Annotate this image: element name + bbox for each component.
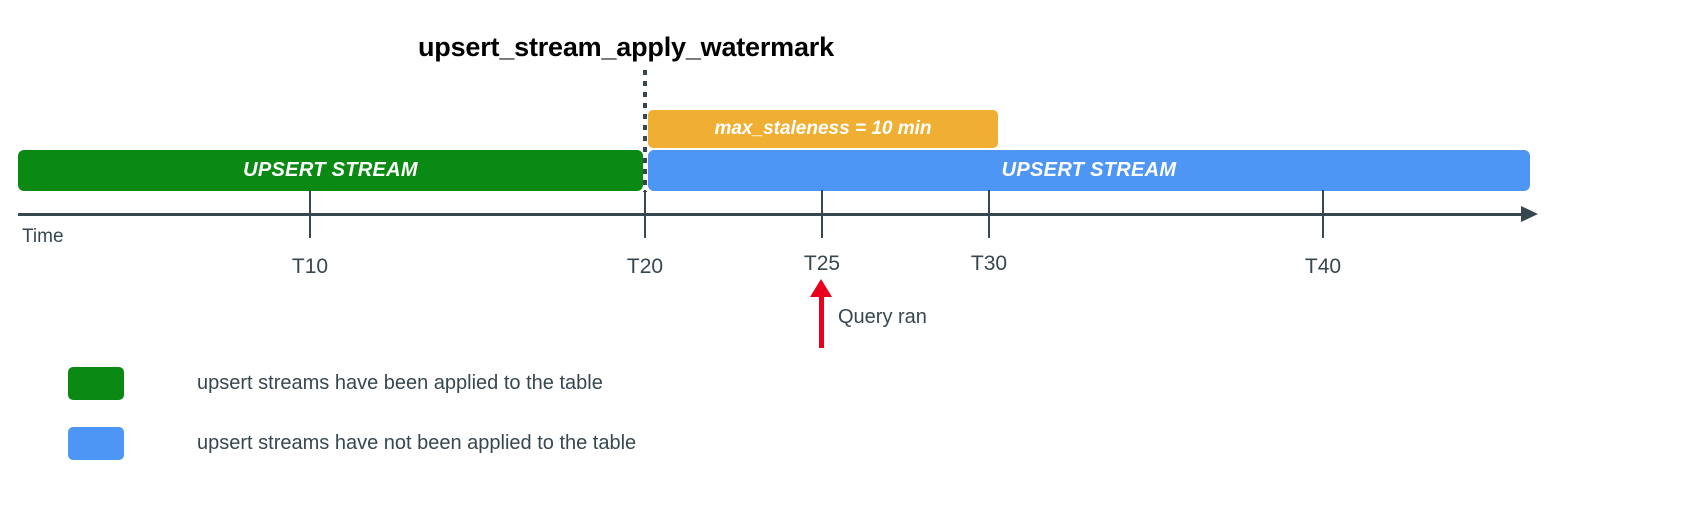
max-staleness-label: max_staleness = 10 min [714, 118, 932, 139]
max-staleness-bar: max_staleness = 10 min [648, 110, 998, 148]
watermark-dotted-line [643, 70, 647, 192]
page-title: upsert_stream_apply_watermark [418, 32, 834, 62]
legend-label-applied: upsert streams have been applied to the … [197, 371, 603, 394]
axis-tick-t20 [644, 190, 646, 238]
axis-tick-label-t20: T20 [626, 255, 664, 278]
upsert-stream-bar-applied: UPSERT STREAM [18, 150, 643, 191]
axis-tick-t10 [309, 190, 311, 238]
legend-item: upsert streams have been applied to the … [68, 353, 636, 413]
legend-label-not-applied: upsert streams have not been applied to … [197, 431, 637, 454]
legend-item: upsert streams have not been applied to … [68, 413, 636, 473]
axis-tick-t25 [821, 190, 823, 238]
query-arrow-up-icon [810, 279, 832, 297]
axis-tick-label-t30: T30 [970, 252, 1008, 275]
axis-tick-label-t10: T10 [291, 255, 329, 278]
axis-tick-label-t40: T40 [1304, 255, 1342, 278]
time-axis-line [18, 213, 1528, 216]
upsert-stream-label-applied: UPSERT STREAM [243, 159, 418, 181]
legend-swatch-not-applied [68, 426, 124, 460]
axis-tick-label-t25: T25 [803, 252, 841, 275]
legend-swatch-applied [68, 366, 124, 400]
upsert-stream-label-not-applied: UPSERT STREAM [1001, 159, 1177, 181]
axis-tick-t40 [1322, 190, 1324, 238]
time-axis-arrow-icon [1521, 206, 1538, 222]
legend: upsert streams have been applied to the … [68, 353, 636, 473]
time-axis-label: Time [22, 226, 64, 247]
query-ran-label: Query ran [838, 306, 927, 328]
axis-tick-t30 [988, 190, 990, 238]
query-arrow-shaft [819, 292, 824, 348]
upsert-stream-bar-not-applied: UPSERT STREAM [648, 150, 1530, 191]
